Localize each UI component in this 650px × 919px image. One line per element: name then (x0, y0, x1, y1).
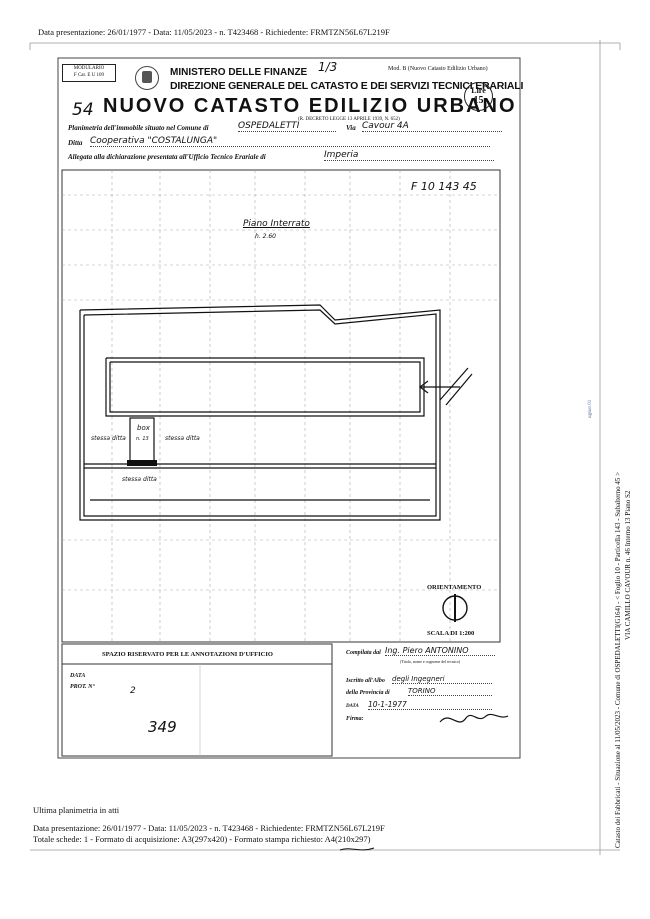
orientation-label: ORIENTAMENTO (427, 584, 482, 591)
direction-title: DIREZIONE GENERALE DEL CATASTO E DEI SER… (170, 80, 524, 92)
ufficio-value: Imperia (324, 150, 494, 161)
allegata-label: Allegata alla dichiarazione presentata a… (68, 153, 266, 161)
footer-ultima: Ultima planimetria in atti (33, 805, 120, 815)
data2-label: DATA (346, 704, 359, 709)
handwritten-fraction: 1/3 (318, 60, 338, 74)
side-text-line1: Catasto dei Fabbricati - Situazione al 1… (614, 471, 622, 848)
firma-label: Firma: (346, 716, 364, 722)
emblem-icon (135, 66, 159, 90)
via-value: Cavour 4A (362, 121, 502, 132)
modulario-label: MODULARIO (73, 66, 105, 71)
comune-label: Planimetria dell'immobile situato nel Co… (68, 124, 209, 132)
box-number: n. 13 (136, 436, 149, 442)
provincia-value: TORINO (408, 687, 492, 696)
box-label: box (137, 424, 150, 432)
decree-note: (R. DECRETO LEGGE 13 APRILE 1939, N. 652… (298, 117, 400, 122)
scale-label: SCALA DI 1:200 (427, 630, 475, 637)
ministry-title: MINISTERO DELLE FINANZE (170, 67, 308, 78)
side-page-ref: ugsuo 01 (588, 399, 593, 418)
compilata-value: Ing. Piero ANTONINO (385, 646, 495, 656)
model-note: Mod. B (Nuovo Catasto Edilizio Urbano) (388, 66, 488, 72)
footer-line2: Totale schede: 1 - Formato di acquisizio… (33, 834, 371, 844)
reserved-title: SPAZIO RISERVATO PER LE ANNOTAZIONI D'UF… (102, 651, 273, 658)
form-title: NUOVO CATASTO EDILIZIO URBANO (103, 95, 517, 117)
data2-value: 10-1-1977 (368, 700, 492, 710)
ditta-label: Ditta (68, 139, 83, 147)
plan-reference: F 10 143 45 (411, 180, 477, 193)
stamp-label: Lire (471, 86, 486, 95)
modulario-box: MODULARIO F Cat. E U 109 (62, 64, 116, 82)
iscritto-label: Iscritto all'Albo (346, 678, 385, 684)
stamp-value: 15 (473, 95, 484, 106)
side-text-line2: VIA CAMILLO CAVOUR n. 46 Interno 13 Pian… (624, 490, 632, 640)
stamp-lire: Lire 15 (464, 82, 493, 111)
albo-value: degli Ingegneri (392, 675, 492, 684)
modulario-code: F Cat. E U 109 (73, 73, 105, 78)
annot-number: 2 (130, 686, 136, 696)
sheet-number: 54 (72, 100, 94, 120)
comune-value: OSPEDALETTI (238, 121, 336, 132)
provincia-label: della Provincia di (346, 690, 390, 696)
data-label: DATA (70, 673, 86, 679)
footer-line1: Data presentazione: 26/01/1977 - Data: 1… (33, 823, 385, 833)
compilata-label: Compilata dal (346, 650, 381, 656)
stessa-ditta-left: stessa ditta (91, 435, 126, 442)
via-label: Via (346, 124, 356, 132)
stessa-ditta-bottom: stessa ditta (122, 476, 157, 483)
prot-label: PROT. N° (70, 684, 95, 690)
height-label: h. 2.60 (255, 233, 276, 240)
top-header: Data presentazione: 26/01/1977 - Data: 1… (38, 27, 390, 37)
floor-label: Piano Interrato (243, 219, 310, 229)
annot-number2: 349 (148, 718, 177, 736)
compilata-note: (Titolo, nome e cognome del tecnico) (400, 659, 461, 664)
ditta-value: Cooperativa "COSTALUNGA" (90, 136, 490, 147)
stessa-ditta-right: stessa ditta (165, 435, 200, 442)
